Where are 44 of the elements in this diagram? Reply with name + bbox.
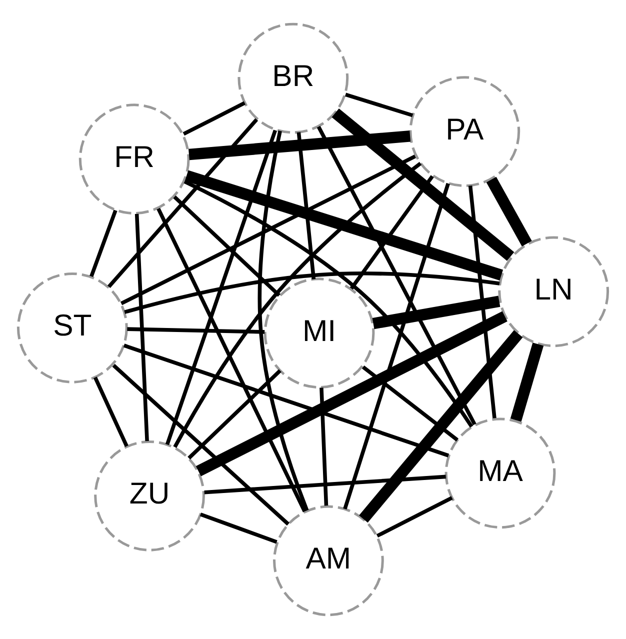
node-circle: MA — [444, 418, 556, 529]
node-circle: LN — [498, 236, 610, 348]
connector — [486, 176, 532, 246]
connector — [173, 162, 422, 448]
connector — [188, 369, 282, 460]
connector — [468, 185, 496, 418]
connector — [127, 327, 265, 334]
connector — [184, 180, 474, 428]
connector — [123, 344, 450, 458]
connector — [332, 108, 514, 261]
connector — [107, 118, 258, 288]
node-circle: BR — [238, 22, 349, 134]
node-circle: MI — [264, 278, 375, 389]
connector — [316, 126, 476, 426]
connector — [372, 296, 500, 330]
connector — [196, 311, 508, 476]
connector — [156, 208, 306, 512]
connector — [188, 130, 411, 160]
connector — [510, 342, 544, 422]
connector — [362, 366, 458, 442]
node-circle: FR — [78, 104, 190, 215]
node-circle: ZU — [94, 440, 205, 552]
connector — [93, 376, 128, 447]
connector — [258, 130, 309, 512]
connector — [182, 101, 246, 136]
connector — [134, 214, 149, 442]
connector — [296, 132, 316, 280]
connector — [165, 130, 278, 446]
node-circle: AM — [273, 505, 384, 616]
connector — [200, 512, 278, 544]
connector — [173, 195, 280, 297]
connector — [204, 474, 446, 494]
connector — [350, 175, 434, 290]
connector — [124, 272, 500, 314]
connector — [343, 182, 450, 510]
connector — [344, 92, 414, 118]
connector — [320, 388, 328, 506]
node-circle: PA — [409, 76, 520, 187]
connector — [184, 170, 504, 281]
node-circle: ST — [16, 272, 128, 384]
connector — [120, 154, 416, 306]
connector — [90, 210, 118, 278]
connector — [376, 496, 453, 538]
connector — [112, 364, 290, 526]
